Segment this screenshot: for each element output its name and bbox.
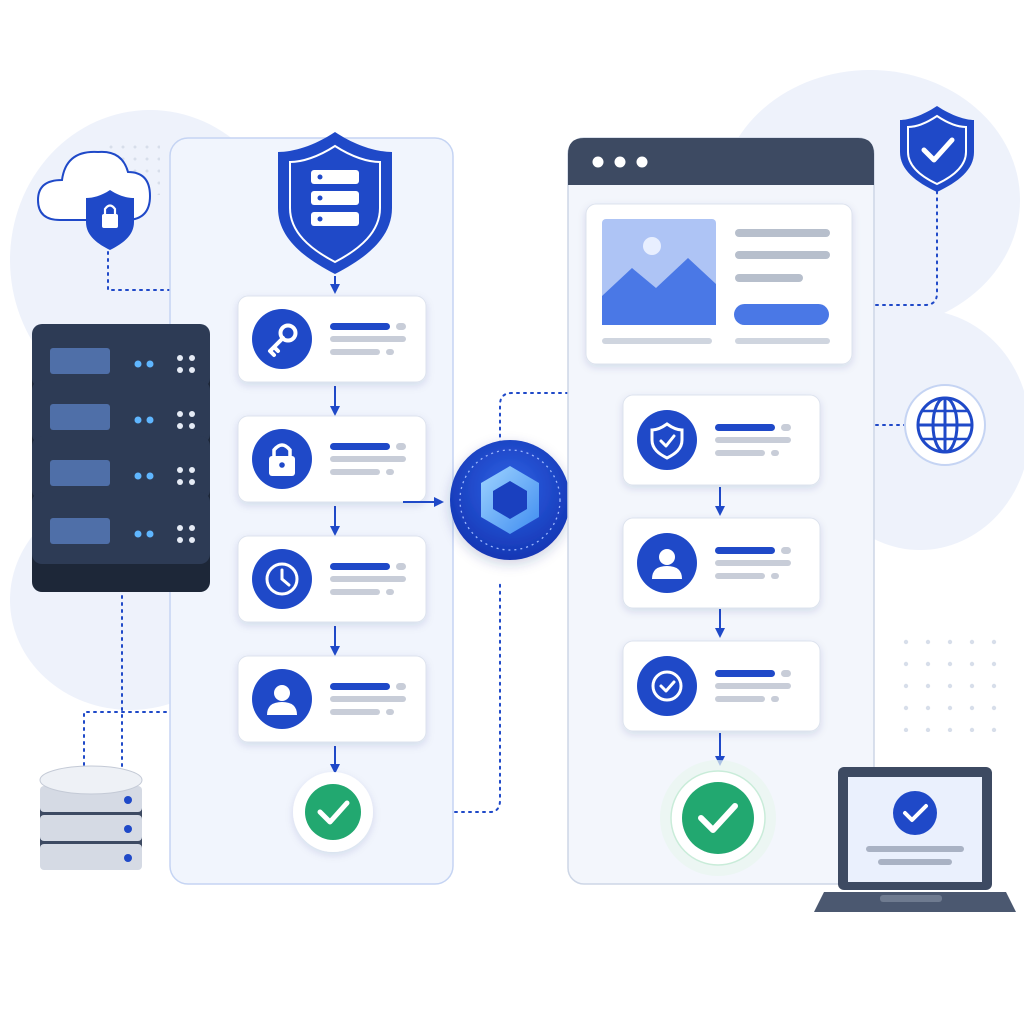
left-result bbox=[293, 772, 373, 852]
shield-check-icon bbox=[900, 106, 974, 192]
left-step-list bbox=[237, 295, 427, 743]
hero-card bbox=[585, 203, 853, 365]
lock-icon bbox=[252, 429, 312, 489]
step-card[interactable] bbox=[237, 415, 427, 503]
central-hub bbox=[403, 440, 610, 560]
check-icon bbox=[637, 656, 697, 716]
shield-server-icon bbox=[278, 132, 392, 274]
globe-icon bbox=[904, 384, 986, 466]
check-circle-icon bbox=[305, 784, 361, 840]
key-icon bbox=[252, 309, 312, 369]
server-rack-icon bbox=[32, 324, 210, 592]
step-card[interactable] bbox=[237, 295, 427, 383]
right-step-list bbox=[622, 394, 821, 732]
user-icon bbox=[637, 533, 697, 593]
window-controls[interactable] bbox=[592, 156, 648, 168]
shield-check-icon bbox=[637, 410, 697, 470]
image-placeholder-icon bbox=[602, 219, 716, 325]
user-icon bbox=[252, 669, 312, 729]
cloud-lock-icon bbox=[36, 150, 152, 250]
step-card[interactable] bbox=[622, 640, 821, 732]
step-card[interactable] bbox=[622, 394, 821, 486]
database-icon bbox=[39, 765, 143, 870]
check-circle-icon bbox=[682, 782, 754, 854]
laptop-verified-icon bbox=[814, 767, 1016, 912]
cta-button[interactable] bbox=[734, 304, 829, 325]
right-result bbox=[660, 760, 776, 876]
hexagon-icon bbox=[481, 466, 539, 534]
step-card[interactable] bbox=[622, 517, 821, 609]
step-card[interactable] bbox=[237, 655, 427, 743]
step-card[interactable] bbox=[237, 535, 427, 623]
clock-icon bbox=[252, 549, 312, 609]
